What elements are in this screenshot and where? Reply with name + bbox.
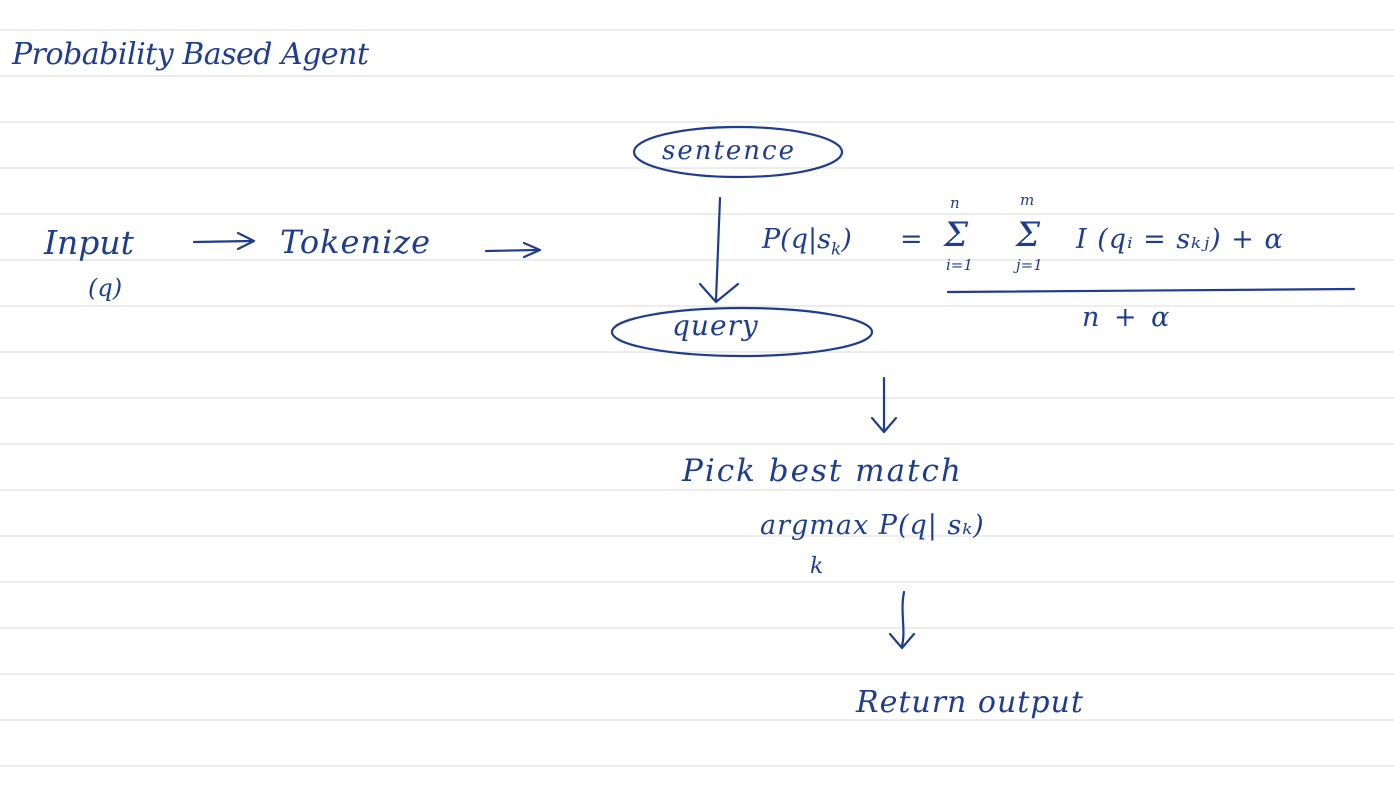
arrow-sentence-to-query: [714, 196, 722, 302]
sum-j-upper-limit: m: [1020, 191, 1035, 209]
sum-symbol-j: Σ: [1016, 215, 1041, 255]
sum-i-lower-limit: i=1: [946, 256, 973, 274]
sum-i-upper-limit: n: [950, 194, 960, 212]
fraction-bar: [946, 287, 1356, 294]
query-ellipse: [610, 306, 874, 358]
arrow-input-to-tokenize: [192, 239, 254, 244]
sum-symbol-i: Σ: [944, 215, 969, 255]
formula-lhs-close: ): [841, 224, 852, 255]
note-title: Probability Based Agent: [12, 37, 369, 72]
pick-best-match-step: Pick best match: [682, 453, 963, 489]
formula-lhs-subscript: k: [830, 239, 842, 260]
formula-numerator: I (qᵢ = sₖⱼ) + α: [1076, 224, 1284, 255]
argmax-subscript: k: [810, 554, 824, 579]
sum-j-lower-limit: j=1: [1016, 256, 1043, 274]
formula-lhs-text: P(q|s: [762, 224, 831, 255]
formula-equals: =: [900, 224, 923, 255]
formula-lhs: P(q|sk): [762, 226, 852, 258]
sentence-node-label: sentence: [662, 136, 797, 166]
arrow-to-return: [900, 590, 906, 648]
return-output-step: Return output: [856, 685, 1084, 720]
arrow-tokenize-out: [484, 248, 540, 253]
argmax-expression: argmax P(q| sₖ): [760, 510, 985, 541]
input-variable: (q): [88, 274, 123, 302]
sentence-ellipse: [632, 125, 844, 179]
tokenize-label: Tokenize: [280, 223, 432, 261]
query-node-label: query: [672, 309, 759, 342]
input-label: Input: [44, 223, 134, 262]
formula-denominator: n + α: [1082, 302, 1173, 333]
